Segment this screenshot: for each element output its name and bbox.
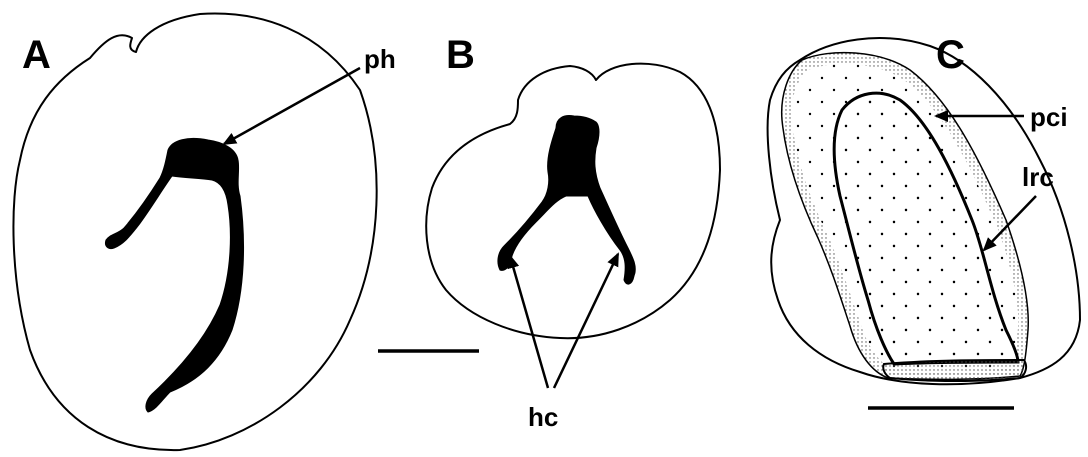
hc-arrow-left	[507, 254, 550, 389]
panel-a: A ph	[12, 12, 479, 452]
panel-c-section-outline	[766, 37, 1081, 386]
panel-letter-a: A	[22, 33, 51, 77]
panel-b-section-outline	[425, 62, 721, 340]
ph-arrow	[222, 66, 361, 146]
panel-c: C pci lrc	[766, 33, 1081, 410]
panel-c-base-band	[882, 358, 1028, 382]
panel-a-section-outline	[12, 12, 378, 452]
label-ph: ph	[364, 44, 396, 74]
label-pci: pci	[1030, 102, 1068, 132]
lrc-arrow	[982, 195, 1037, 252]
panel-b: B hc	[425, 33, 721, 432]
panel-letter-b: B	[446, 33, 475, 77]
pharynx-a	[105, 137, 244, 413]
pharynx-b	[497, 115, 636, 285]
label-lrc: lrc	[1022, 162, 1054, 192]
hc-arrow-right	[552, 252, 620, 389]
label-hc: hc	[528, 402, 558, 432]
